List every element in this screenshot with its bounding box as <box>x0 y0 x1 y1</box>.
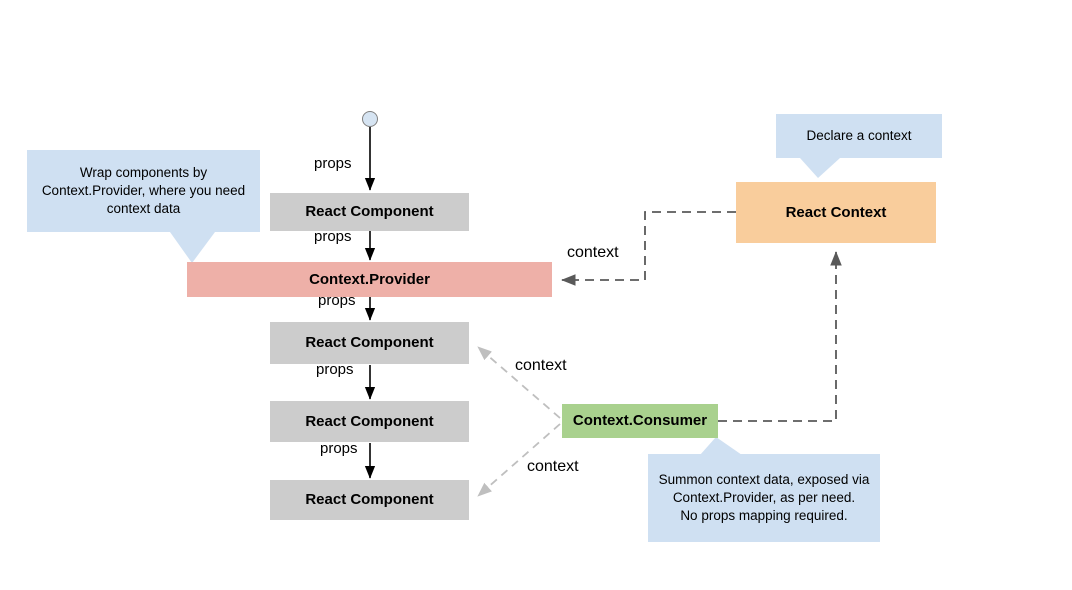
node-react-component-1[interactable]: React Component <box>270 193 469 231</box>
edge-label-props-5: props <box>320 440 358 457</box>
callout-wrap-components: Wrap components by Context.Provider, whe… <box>27 150 260 232</box>
node-label: React Context <box>785 203 887 221</box>
edge-label-props-1: props <box>314 155 352 172</box>
node-react-context[interactable]: React Context <box>736 182 936 243</box>
node-react-component-2[interactable]: React Component <box>270 322 469 364</box>
node-context-provider[interactable]: Context.Provider <box>187 262 552 297</box>
node-label: Context.Consumer <box>572 412 708 429</box>
node-react-component-4[interactable]: React Component <box>270 480 469 520</box>
node-label: React Component <box>305 412 434 430</box>
edge-label-context-upper: context <box>515 357 567 374</box>
edge-consumer-to-component-2 <box>477 346 561 419</box>
callout-provider-tail <box>170 232 215 263</box>
node-label: Context.Provider <box>309 270 430 288</box>
callout-consumer-tail <box>700 437 742 455</box>
callout-context-tail <box>800 158 840 178</box>
callout-text: Summon context data, exposed via Context… <box>658 472 870 523</box>
callout-summon-context: Summon context data, exposed via Context… <box>648 454 880 542</box>
node-label: React Component <box>305 491 434 508</box>
edge-label-props-3: props <box>318 292 356 309</box>
edge-label-props-4: props <box>316 361 354 378</box>
callout-text: Wrap components by Context.Provider, whe… <box>41 165 246 216</box>
node-label: React Component <box>305 334 434 351</box>
callout-text: Declare a context <box>806 128 912 144</box>
node-react-component-3[interactable]: React Component <box>270 401 469 442</box>
node-context-consumer[interactable]: Context.Consumer <box>562 404 718 438</box>
start-node-dot <box>362 111 378 127</box>
edge-label-context-provider: context <box>567 244 619 261</box>
edge-consumer-to-component-4 <box>477 423 561 497</box>
callout-declare-context: Declare a context <box>776 114 942 158</box>
node-label: React Component <box>305 203 434 220</box>
edge-context-to-provider <box>561 211 736 286</box>
edge-consumer-to-context <box>718 251 842 422</box>
edge-label-context-lower: context <box>527 458 579 475</box>
edge-label-props-2: props <box>314 228 352 245</box>
